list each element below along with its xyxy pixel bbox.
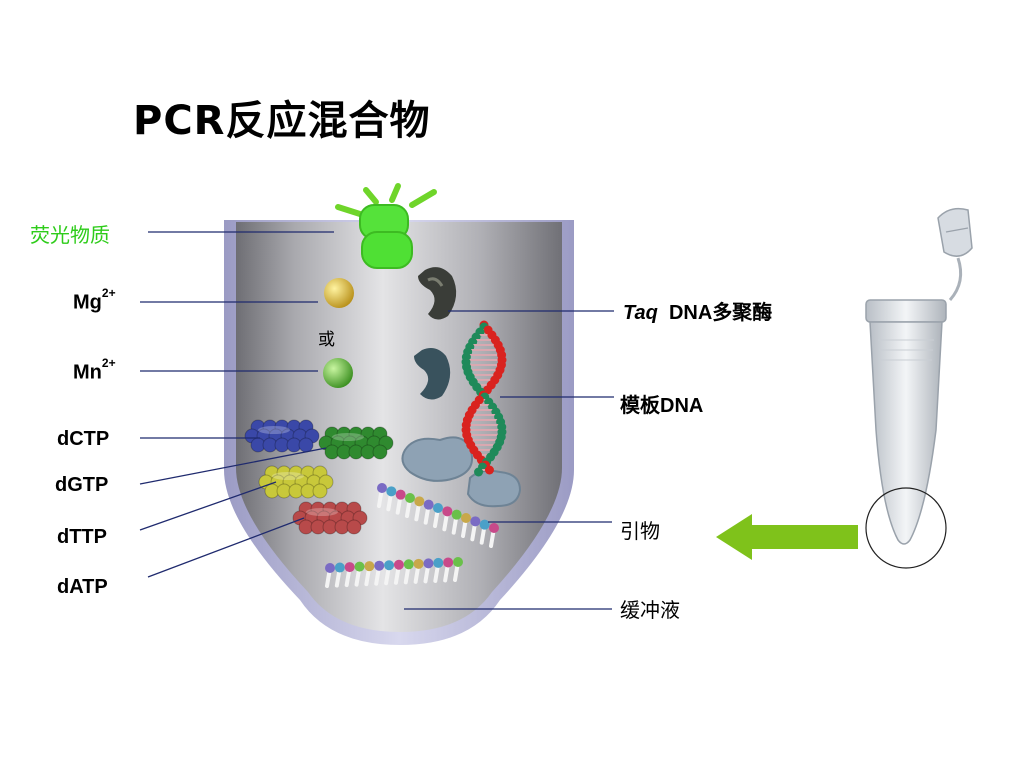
page-title: PCR反应混合物 <box>133 98 431 144</box>
datp-cluster-icon <box>292 501 368 535</box>
primer-label: 引物 <box>620 519 660 543</box>
dctp-cluster-icon <box>244 419 320 453</box>
fluorescent-label: 荧光物质 <box>30 225 110 247</box>
buffer-label: 缓冲液 <box>620 598 680 622</box>
taq-italic-text: Taq <box>623 302 658 324</box>
dgtp-cluster-icon <box>318 426 394 460</box>
dttp-cluster-icon <box>258 465 334 499</box>
left-arrow-icon <box>716 514 858 560</box>
mg-label: Mg2+ <box>73 286 116 315</box>
mn-text: Mn <box>73 361 102 384</box>
fluorescent-molecule-icon <box>335 183 437 269</box>
template-dna-label: 模板DNA <box>620 395 704 417</box>
mn-charge: 2+ <box>101 356 116 370</box>
taq-rest-text: DNA多聚酶 <box>668 302 773 324</box>
leader-lines <box>139 231 614 610</box>
mg-charge: 2+ <box>101 286 116 300</box>
taq-polymerase-label: Taq DNA多聚酶 <box>623 296 772 325</box>
mn-label: Mn2+ <box>73 356 116 385</box>
datp-label: dATP <box>57 576 108 598</box>
taq-polymerase-icon <box>414 267 457 400</box>
mg-text: Mg <box>73 291 102 314</box>
or-label: 或 <box>318 330 335 350</box>
mn-ion-icon <box>323 358 353 388</box>
dgtp-label: dGTP <box>55 474 109 496</box>
primer-strand-icon <box>325 557 463 588</box>
microcentrifuge-tube-icon <box>865 207 973 569</box>
mg-ion-icon <box>324 278 354 308</box>
dctp-label: dCTP <box>57 428 110 450</box>
primer-strand-icon <box>377 483 499 548</box>
dttp-label: dTTP <box>57 526 107 548</box>
template-dna-helix-icon <box>461 320 507 477</box>
